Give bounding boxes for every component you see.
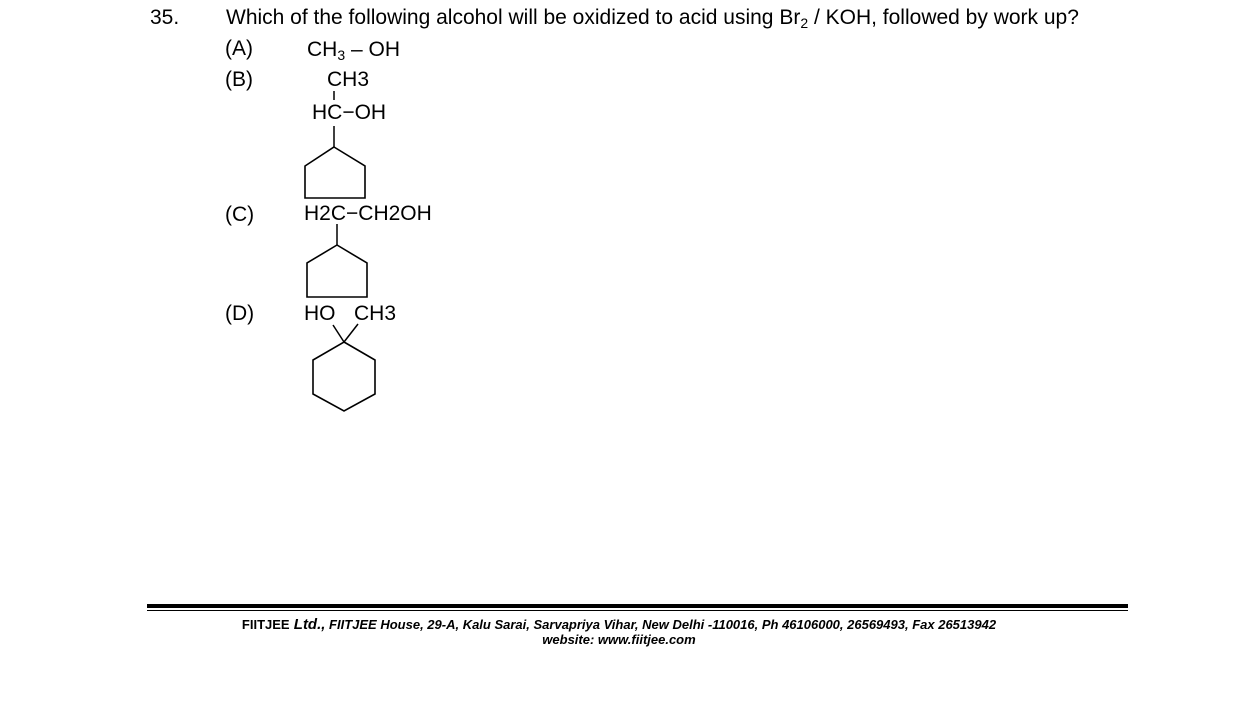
reagent-subscript: 2 (800, 15, 809, 31)
option-c-label: (C) (225, 203, 255, 226)
option-c-cyclopentane-ring (306, 244, 368, 298)
footer-brand: FIITJEE (241, 617, 290, 632)
footer-rule-thin (147, 610, 1128, 611)
option-a-label: (A) (225, 37, 253, 60)
option-d-cyclohexane-ring (312, 341, 376, 412)
reagent-br: Br (779, 6, 801, 29)
option-d-bond-ch3 (343, 323, 359, 343)
option-a-rest: – OH (345, 38, 400, 61)
option-a-ch: CH (307, 38, 338, 61)
footer-rule-thick (147, 604, 1128, 608)
option-d-left-group: HO (304, 302, 336, 325)
option-b-label: (B) (225, 68, 253, 91)
footer-address-line: FIITJEE Ltd., FIITJEE House, 29-A, Kalu … (0, 616, 1238, 633)
option-d-bond-ho (332, 324, 345, 343)
question-number: 35. (150, 6, 180, 29)
question-text: Which of the following alcohol will be o… (226, 6, 1079, 30)
footer-ltd: Ltd., (289, 616, 326, 633)
reagent-koh: / KOH (808, 6, 872, 29)
option-d-right-group: CH3 (354, 302, 397, 325)
question-text-after: , followed by work up? (871, 6, 1079, 29)
option-d-label: (D) (225, 302, 255, 325)
option-b-cyclopentane-ring (304, 146, 366, 199)
option-b-middle-group: HC−OH (312, 101, 387, 124)
option-c-group: H2C−CH2OH (304, 202, 432, 225)
footer-address: FIITJEE House, 29-A, Kalu Sarai, Sarvapr… (325, 617, 997, 632)
question-text-before: Which of the following alcohol will be o… (226, 6, 780, 29)
footer-website: website: www.fiitjee.com (542, 632, 696, 647)
option-a-subscript: 3 (337, 47, 346, 63)
option-b-top-group: CH3 (327, 68, 370, 91)
option-a-formula: CH3 – OH (307, 38, 400, 62)
